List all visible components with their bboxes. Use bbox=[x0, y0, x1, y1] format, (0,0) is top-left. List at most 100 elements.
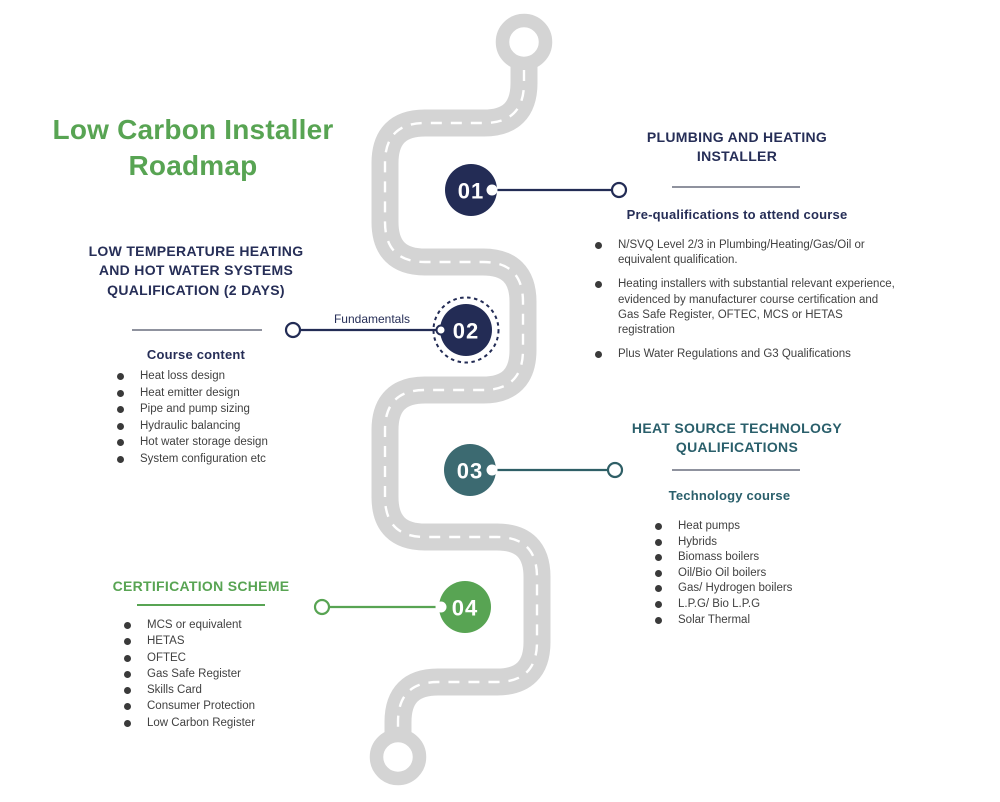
list-item-text: Oil/Bio Oil boilers bbox=[678, 566, 767, 579]
milestone-01-number: 01 bbox=[458, 179, 484, 204]
list-item: Hot water storage design bbox=[117, 435, 347, 452]
bullet-dot-icon bbox=[655, 523, 662, 530]
milestone-02-junction-dot bbox=[435, 324, 447, 336]
bullet-dot-icon bbox=[124, 622, 131, 629]
list-item-text: Pipe and pump sizing bbox=[140, 403, 250, 416]
list-item: Biomass boilers bbox=[655, 550, 885, 566]
bullet-dot-icon bbox=[655, 616, 662, 624]
list-item-text: OFTEC bbox=[147, 651, 186, 664]
list-item-text: Biomass boilers bbox=[678, 551, 760, 564]
section-plumbing-divider bbox=[672, 186, 800, 188]
section-lowtemp-bullets: Heat loss design Heat emitter design Pip… bbox=[117, 369, 347, 469]
list-item: Solar Thermal bbox=[655, 613, 885, 629]
milestone-01-circle bbox=[445, 164, 497, 216]
milestone-03-number: 03 bbox=[457, 459, 483, 484]
road-start-loop-icon bbox=[495, 13, 553, 71]
list-item: L.P.G/ Bio L.P.G bbox=[655, 597, 885, 613]
bullet-dot-icon bbox=[595, 242, 602, 249]
list-item: Low Carbon Register bbox=[124, 716, 354, 732]
list-item-text: System configuration etc bbox=[140, 452, 266, 465]
bullet-dot-icon bbox=[124, 670, 131, 678]
milestone-04-number: 04 bbox=[452, 596, 478, 621]
list-item: Pipe and pump sizing bbox=[117, 402, 347, 419]
list-item: OFTEC bbox=[124, 651, 354, 667]
list-item: Plus Water Regulations and G3 Qualificat… bbox=[595, 347, 895, 362]
list-item: Heat emitter design bbox=[117, 386, 347, 403]
list-item-text: MCS or equivalent bbox=[147, 619, 242, 631]
bullet-dot-icon bbox=[655, 554, 662, 562]
milestone-04-circle bbox=[439, 581, 491, 633]
list-item: HETAS bbox=[124, 634, 354, 650]
list-item-text: Hybrids bbox=[678, 535, 717, 548]
section-lowtemp-subheading: Course content bbox=[146, 347, 246, 362]
section-heatsource-bullets: Heat pumps Hybrids Biomass boilers Oil/B… bbox=[655, 519, 885, 628]
list-item-text: Heating installers with substantial rele… bbox=[618, 278, 895, 336]
milestone-04: 04 bbox=[313, 581, 491, 633]
list-item: Heating installers with substantial rele… bbox=[595, 277, 895, 338]
milestone-04-junction-dot bbox=[435, 601, 447, 613]
bullet-dot-icon bbox=[117, 439, 124, 447]
road-centerline bbox=[383, 70, 539, 728]
list-item-text: Hydraulic balancing bbox=[140, 419, 241, 432]
milestone-03-junction-dot bbox=[486, 464, 498, 476]
list-item-text: Hot water storage design bbox=[140, 436, 268, 449]
bullet-dot-icon bbox=[655, 569, 662, 577]
section-plumbing-subheading: Pre-qualifications to attend course bbox=[626, 207, 848, 222]
list-item-text: Gas Safe Register bbox=[147, 667, 241, 680]
section-heatsource-divider bbox=[672, 469, 800, 471]
section-certification-divider bbox=[137, 604, 265, 606]
list-item-text: Heat emitter design bbox=[140, 386, 240, 399]
list-item: Gas/ Hydrogen boilers bbox=[655, 581, 885, 597]
milestone-02-end-dot bbox=[284, 321, 302, 339]
list-item: Consumer Protection bbox=[124, 699, 354, 715]
bullet-dot-icon bbox=[124, 703, 131, 711]
bullet-dot-icon bbox=[655, 585, 662, 593]
milestone-02-dashed-ring bbox=[432, 296, 500, 364]
list-item-text: Heat loss design bbox=[140, 370, 226, 382]
section-certification-heading: CERTIFICATION SCHEME bbox=[112, 578, 290, 594]
bullet-dot-icon bbox=[124, 687, 131, 695]
list-item: System configuration etc bbox=[117, 452, 347, 469]
list-item: Heat pumps bbox=[655, 519, 885, 535]
list-item: Hydraulic balancing bbox=[117, 419, 347, 436]
list-item-text: Heat pumps bbox=[678, 520, 741, 532]
section-plumbing-heading: PLUMBING AND HEATING INSTALLER bbox=[646, 129, 828, 165]
milestone-02: 02 bbox=[284, 296, 500, 364]
bullet-dot-icon bbox=[117, 373, 124, 380]
connector-label-fundamentals: Fundamentals bbox=[333, 312, 411, 326]
list-item: MCS or equivalent bbox=[124, 618, 354, 634]
milestone-02-circle bbox=[440, 304, 492, 356]
bullet-dot-icon bbox=[655, 538, 662, 546]
bullet-dot-icon bbox=[117, 422, 124, 430]
list-item: Heat loss design bbox=[117, 369, 347, 386]
page-title: Low Carbon Installer Roadmap bbox=[52, 114, 334, 182]
bullet-dot-icon bbox=[595, 351, 602, 359]
bullet-dot-icon bbox=[655, 600, 662, 608]
list-item: Oil/Bio Oil boilers bbox=[655, 566, 885, 582]
list-item-text: Low Carbon Register bbox=[147, 716, 256, 729]
list-item-text: Skills Card bbox=[147, 684, 202, 697]
milestone-01-junction-dot bbox=[486, 184, 498, 196]
bullet-dot-icon bbox=[124, 719, 131, 727]
list-item-text: Consumer Protection bbox=[147, 700, 256, 713]
bullet-dot-icon bbox=[117, 406, 124, 414]
milestone-03-circle bbox=[444, 444, 496, 496]
milestone-03-end-dot bbox=[606, 461, 624, 479]
section-certification-bullets: MCS or equivalent HETAS OFTEC Gas Safe R… bbox=[124, 618, 354, 732]
section-lowtemp-heading: LOW TEMPERATURE HEATING AND HOT WATER SY… bbox=[88, 243, 304, 298]
milestone-04-end-dot bbox=[313, 598, 331, 616]
list-item: Gas Safe Register bbox=[124, 667, 354, 683]
bullet-dot-icon bbox=[124, 638, 131, 646]
list-item-text: Gas/ Hydrogen boilers bbox=[678, 582, 793, 595]
bullet-dot-icon bbox=[117, 389, 124, 397]
road-end-loop-icon bbox=[369, 728, 427, 786]
section-heatsource-subheading: Technology course bbox=[668, 488, 791, 503]
list-item: Skills Card bbox=[124, 683, 354, 699]
list-item-text: L.P.G/ Bio L.P.G bbox=[678, 597, 761, 610]
list-item-text: HETAS bbox=[147, 635, 185, 648]
road-path bbox=[371, 62, 551, 736]
section-lowtemp-divider bbox=[132, 329, 262, 331]
list-item-text: Solar Thermal bbox=[678, 613, 751, 626]
